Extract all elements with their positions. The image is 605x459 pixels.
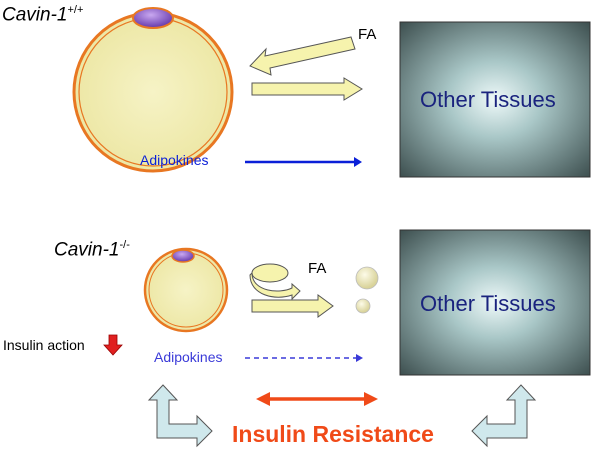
bracket-arrow-left (147, 384, 213, 448)
lipid-droplet-large (355, 266, 379, 290)
fa-label-bottom: FA (308, 260, 327, 277)
other-tissues-label-bottom: Other Tissues (420, 291, 556, 316)
nucleus-bottom (171, 249, 195, 263)
nucleus-top (132, 7, 174, 29)
other-tissues-box-bottom (399, 229, 591, 376)
adipokines-label-bottom: Adipokines (154, 349, 223, 365)
genotype-label-top: Cavin-1+/+ (2, 4, 84, 26)
fa-label-top: FA (358, 26, 377, 43)
adipocyte-cell-top (72, 7, 234, 173)
bracket-arrow-right (471, 384, 537, 448)
other-tissues-box-top (399, 21, 591, 178)
adipokines-arrow-bottom (245, 354, 363, 362)
adipokines-arrow-top (245, 157, 362, 167)
lipid-droplet-small (355, 298, 371, 314)
insulin-resistance-label: Insulin Resistance (232, 421, 434, 447)
fa-recycle-arrow-bottom (249, 263, 301, 301)
genotype-label-bottom: Cavin-1-/- (54, 239, 130, 261)
adipocyte-cell-bottom (143, 247, 229, 333)
bidirectional-red-arrow (256, 392, 378, 406)
fa-release-arrow-bottom (251, 294, 334, 318)
insulin-action-label: Insulin action (3, 337, 85, 353)
adipokines-label-top: Adipokines (140, 152, 209, 168)
insulin-action-down-arrow (103, 334, 123, 356)
fa-uptake-arrow-top (249, 36, 356, 76)
other-tissues-label-top: Other Tissues (420, 87, 556, 112)
fa-release-arrow-top (251, 77, 363, 101)
